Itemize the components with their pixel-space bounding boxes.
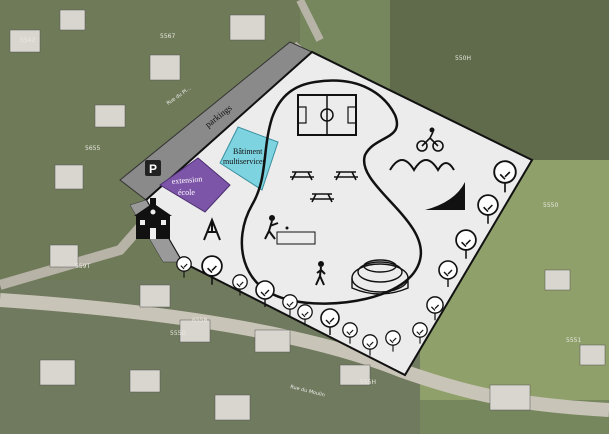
houses [9,9,606,421]
parking-symbol: P [149,162,157,176]
soccer-field-icon [297,94,357,136]
walking-person-icon [315,261,326,286]
petanque-player-icon [264,215,316,245]
trees [176,160,517,356]
parcel-label: 550H [455,55,471,62]
house [54,164,84,190]
house [149,54,181,81]
extension-ecole-zone [159,157,231,213]
tree-icon [255,280,275,307]
house [579,344,606,366]
picnic-table-icon [290,171,358,203]
extension-label: extension [171,174,202,186]
house [229,14,266,41]
amphitheater-icon [351,259,409,295]
parcel-label: 6558 [192,317,207,324]
house [544,269,571,291]
batiment-label-line2: multiservices [223,157,266,166]
tree-icon [362,334,378,356]
tree-icon [297,304,313,326]
school-icon [134,198,172,239]
parcel-label: 5655 [85,145,100,152]
tree-icon [477,194,499,224]
house [339,364,371,386]
tree-icon [438,260,458,287]
extension-label-line2: école [178,188,195,197]
parking-icon: P [145,160,161,176]
house [139,284,171,308]
swing-icon [203,217,221,241]
road-north [296,0,324,42]
house [179,319,211,343]
tree-icon [201,255,223,285]
parcel-label: 555G [170,330,186,337]
house [489,384,531,411]
parcel-label: 5551 [566,337,581,344]
batiment-label: Bâtiment [233,147,263,156]
tree-icon [412,322,428,344]
house [9,29,41,53]
house [49,244,79,268]
park-path-loop [240,79,423,305]
parcel-label: 559T [75,263,90,270]
parcel-label: 5542 [20,37,35,44]
tree-icon [176,256,192,278]
house [214,394,251,421]
skate-ramp-icon [425,182,465,210]
tree-icon [342,322,358,344]
house [39,359,76,386]
parcel-label: 5567 [160,33,175,40]
tree-icon [320,308,340,335]
tree-icon [232,274,248,296]
house [129,369,161,393]
bike-jump-icon [389,127,455,172]
house [59,9,86,31]
parcel-label: 555H [360,379,376,386]
tree-icon [455,229,477,259]
parcel-label: 5550 [543,202,558,209]
tree-icon [282,294,298,316]
tree-icon [426,296,444,321]
tree-icon [493,160,517,193]
house [94,104,126,128]
house [254,329,291,353]
tree-icon [385,330,401,352]
parcel-labels: 5542 559T 5567 5655 6558 550H 5550 5551 … [20,33,581,386]
